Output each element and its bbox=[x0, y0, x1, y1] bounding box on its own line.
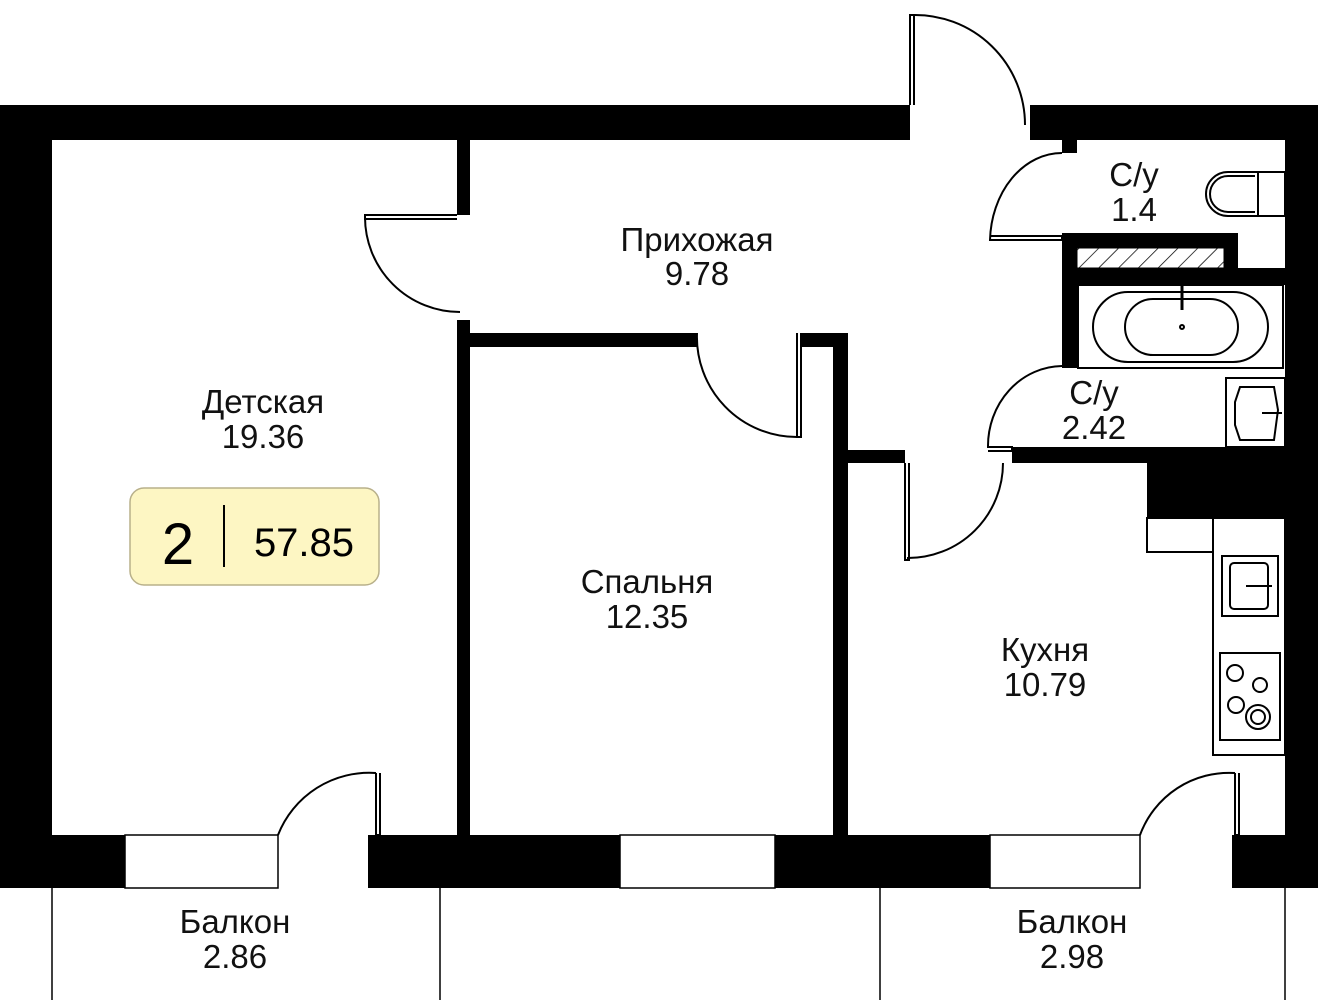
toilet-icon bbox=[1205, 171, 1286, 217]
room-area-wc2: 2.42 bbox=[1062, 409, 1126, 446]
badge-total-area: 57.85 bbox=[254, 521, 354, 565]
badge-rooms-count: 2 bbox=[162, 512, 194, 577]
room-area-balcony-right: 2.98 bbox=[1040, 938, 1104, 975]
shafts bbox=[1076, 247, 1286, 504]
room-name-hallway: Прихожая bbox=[621, 221, 774, 258]
room-name-wc1: С/у bbox=[1109, 156, 1159, 193]
balcony-lines bbox=[51, 888, 1286, 1000]
room-area-balcony-left: 2.86 bbox=[203, 938, 267, 975]
room-name-balcony-left: Балкон bbox=[180, 903, 291, 940]
doors bbox=[277, 13, 1240, 836]
washbasin-icon bbox=[1225, 377, 1286, 448]
room-labels: Прихожая 9.78 Детская 19.36 Спальня 12.3… bbox=[180, 156, 1160, 975]
room-area-kitchen: 10.79 bbox=[1004, 666, 1087, 703]
room-area-bedroom: 12.35 bbox=[606, 598, 689, 635]
sink-icon bbox=[1221, 555, 1279, 617]
walls bbox=[0, 105, 1318, 888]
room-area-wc1: 1.4 bbox=[1111, 191, 1157, 228]
stove-icon bbox=[1219, 652, 1281, 741]
room-area-hallway: 9.78 bbox=[665, 255, 729, 292]
room-name-bedroom: Спальня bbox=[581, 563, 714, 600]
bathtub-icon bbox=[1077, 284, 1284, 369]
windows bbox=[124, 834, 1141, 889]
room-area-kids-room: 19.36 bbox=[222, 418, 305, 455]
room-name-kitchen: Кухня bbox=[1001, 631, 1089, 668]
room-name-kids-room: Детская bbox=[202, 383, 324, 420]
kitchen-counter bbox=[1146, 517, 1286, 756]
fixtures bbox=[1077, 171, 1286, 756]
apartment-badge: 2 57.85 bbox=[129, 487, 380, 586]
room-name-balcony-right: Балкон bbox=[1017, 903, 1128, 940]
room-name-wc2: С/у bbox=[1069, 374, 1119, 411]
